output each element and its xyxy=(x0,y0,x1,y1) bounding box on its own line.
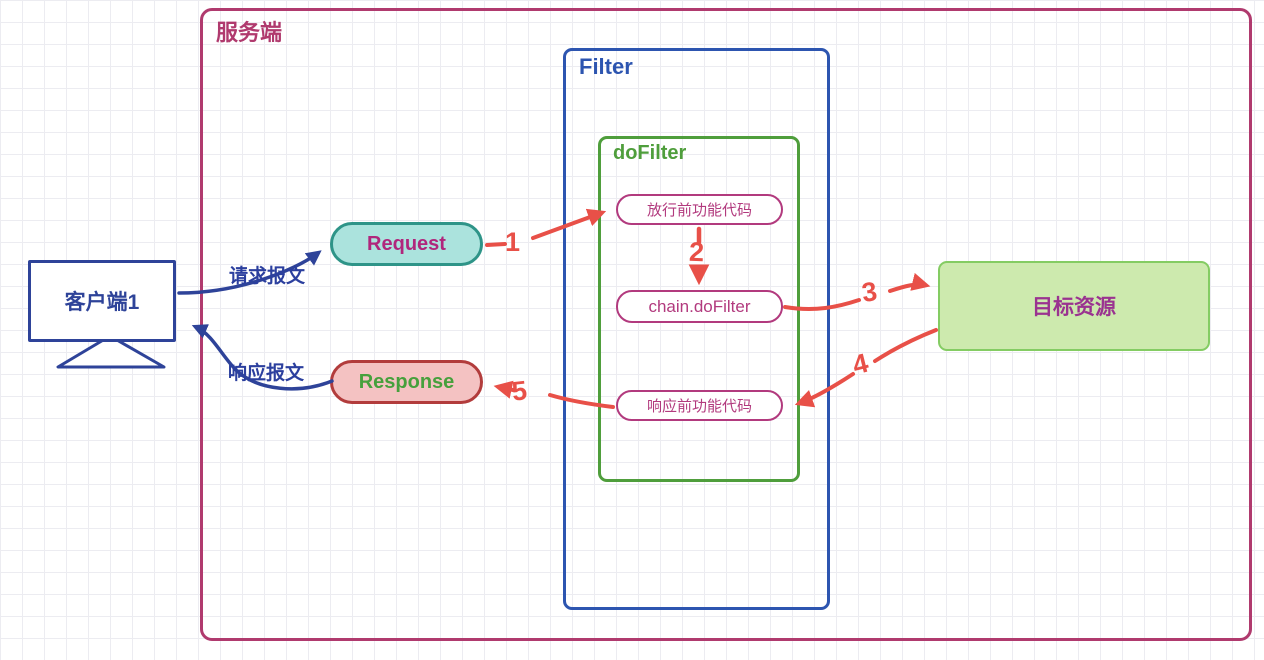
target-resource-node: 目标资源 xyxy=(938,261,1210,351)
pre-filter-code-node: 放行前功能代码 xyxy=(616,194,783,225)
filter-title: Filter xyxy=(579,54,633,79)
client-node: 客户端1 xyxy=(28,260,176,342)
request-message-label: 请求报文 xyxy=(229,266,306,287)
response-node: Response xyxy=(330,360,483,404)
dofilter-title: doFilter xyxy=(613,142,687,164)
request-node: Request xyxy=(330,222,483,266)
chain-dofilter-node: chain.doFilter xyxy=(616,290,783,323)
step-number-5: 5 xyxy=(510,375,529,407)
filter-box xyxy=(563,48,830,610)
server-title: 服务端 xyxy=(216,20,283,45)
step-number-1: 1 xyxy=(505,227,521,257)
response-message-label: 响应报文 xyxy=(228,363,305,384)
step-number-2: 2 xyxy=(688,236,705,268)
pre-response-code-node: 响应前功能代码 xyxy=(616,390,783,421)
